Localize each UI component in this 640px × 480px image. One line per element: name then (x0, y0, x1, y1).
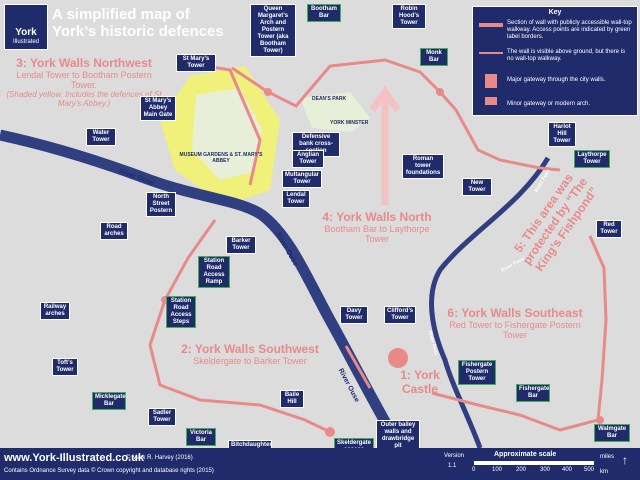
label-robin-hoods-tower: Robin Hood’s Tower (392, 4, 426, 29)
scale-tick-300: 300 (540, 467, 551, 473)
section-3-label: 3: York Walls Northwest Lendal Tower to … (4, 56, 164, 108)
logo-text-illustrated: Illustrated (12, 39, 39, 45)
section-4-label: 4: York Walls North Bootham Bar to Layth… (312, 210, 442, 244)
label-water-tower: Water Tower (86, 128, 116, 146)
author-credit: © Mark R. Harvey (2016) (126, 455, 193, 461)
os-credit: Contains Ordnance Survey data © Crown co… (4, 468, 214, 474)
key-minor-gate-symbol (485, 97, 497, 105)
label-railway-arches: Railway arches (40, 302, 70, 320)
river-foss (429, 156, 551, 449)
label-multangular-tower: Multangular Tower (282, 170, 322, 188)
label-lendal-tower: Lendal Tower (282, 190, 310, 208)
website-link[interactable]: www.York-Illustrated.co.uk (4, 452, 144, 464)
scale-tick-0: 0 (472, 467, 476, 473)
label-sadler-tower: Sadler Tower (148, 408, 176, 426)
key-symbols (479, 23, 503, 105)
label-fishergate-postern-tower[interactable]: Fishergate Postern Tower (458, 360, 496, 385)
wall-southwest (148, 219, 331, 434)
label-harlot-hill-tower: Harlot Hill Tower (548, 122, 576, 147)
bootham-bar-gate (264, 88, 272, 96)
label-victoria-bar[interactable]: Victoria Bar (186, 428, 216, 446)
key-major-gate-symbol (485, 74, 497, 88)
section-6-label: 6: York Walls Southeast Red Tower to Fis… (440, 306, 590, 340)
scale-title: Approximate scale (494, 451, 557, 458)
monk-bar-gate (436, 88, 444, 96)
label-st-marys-tower: St Mary’s Tower (176, 54, 216, 72)
section-4-sub: Bootham Bar to Laythorpe Tower (324, 224, 430, 244)
label-station-road-access-steps[interactable]: Station Road Access Steps (166, 296, 196, 328)
label-bootham-bar: Bootham Bar (307, 4, 341, 22)
label-tofts-tower: Toft’s Tower (52, 358, 78, 376)
map-title-line1: A simplified map of (52, 6, 190, 23)
label-davy-tower: Davy Tower (340, 306, 368, 324)
museum-gardens-label: MUSEUM GARDENS & ST. MARY’S ABBEY (179, 152, 263, 164)
key-item-minor-gateway: Minor gateway or modern arch. (507, 101, 591, 107)
key-item-walkway: Section of wall with publicly accessible… (507, 20, 632, 40)
key-item-major-gateway: Major gateway through the city walls. (507, 77, 606, 83)
label-new-tower: New Tower (462, 178, 492, 196)
museum-gardens-park (192, 88, 262, 180)
label-red-tower: Red Tower (596, 220, 622, 238)
north-arrow-icon: ↑ (622, 453, 628, 467)
label-baile-hill: Baile Hill (280, 390, 304, 408)
section-2-title: 2: York Walls Southwest (181, 342, 319, 356)
label-north-street-postern: North Street Postern (146, 192, 176, 217)
section-6-title: 6: York Walls Southeast (447, 306, 583, 320)
label-queen-margarets-arch: Queen Margaret’s Arch and Postern Tower … (250, 4, 296, 57)
section-2-label: 2: York Walls Southwest Skeldergate to B… (170, 342, 330, 366)
walmgate-bar-gate (596, 416, 604, 424)
wall-north (231, 58, 561, 172)
section-3-sub: Lendal Tower to Bootham Postern Tower. (16, 70, 152, 90)
map-key: Key Section of wall with publicly access… (472, 6, 638, 116)
scale-tick-100: 100 (492, 467, 503, 473)
label-roman-tower-foundations: Roman tower foundations (402, 154, 444, 179)
castle-wall (344, 345, 372, 389)
scale-line (474, 461, 594, 465)
scale-tick-400: 400 (562, 467, 573, 473)
skeldergate-gate (325, 427, 335, 437)
label-station-road-access-ramp[interactable]: Station Road Access Ramp (198, 256, 230, 288)
section-3-note: (Shaded yellow. Includes the defences of… (6, 90, 162, 108)
section-4-title: 4: York Walls North (322, 210, 432, 224)
york-minster-label: YORK MINSTER (330, 120, 369, 126)
label-outer-bailey-walls: Outer bailey walls and drawbridge pit (376, 420, 420, 452)
label-st-marys-abbey-main-gate: St Mary’s Abbey Main Gate (140, 96, 176, 121)
river-ouse (0, 129, 405, 451)
scale-bar: Version 1.1 Approximate scale miles km 0… (444, 451, 634, 477)
label-micklegate-bar[interactable]: Micklegate Bar (92, 392, 126, 410)
scale-tick-500: 500 (584, 467, 595, 473)
section-2-sub: Skeldergate to Barker Tower (193, 356, 307, 366)
version-value: 1.1 (448, 463, 457, 469)
label-anglian-tower: Anglian Tower (292, 150, 324, 168)
scale-units-km: km (600, 469, 608, 475)
cliffords-tower-mound (388, 348, 408, 368)
label-walmgate-bar[interactable]: Walmgate Bar (594, 424, 630, 442)
label-cliffords-tower: Clifford’s Tower (384, 306, 416, 324)
section-3-title: 3: York Walls Northwest (16, 56, 152, 70)
key-item-visible-wall: The wall is visible above ground, but th… (507, 49, 626, 62)
deans-park (300, 92, 370, 132)
section-1-title: 1: York Castle (400, 368, 440, 396)
key-title: Key (548, 9, 562, 16)
label-barker-tower: Barker Tower (226, 236, 256, 254)
deans-park-label: DEAN’S PARK (312, 96, 347, 102)
section-6-sub: Red Tower to Fishergate Postern Tower (449, 320, 581, 340)
section-1-label: 1: York Castle (396, 368, 444, 396)
map-title-line2: York’s historic defences (52, 23, 224, 40)
scale-tick-200: 200 (516, 467, 527, 473)
logo-text-york: York (15, 27, 37, 38)
section-4-arrow (369, 86, 401, 205)
label-fishergate-bar[interactable]: Fishergate Bar (516, 384, 550, 402)
map-title: A simplified map of York’s historic defe… (52, 6, 224, 40)
wall-northwest (205, 64, 262, 186)
scale-units-miles: miles (600, 454, 615, 460)
label-road-arches: Road arches (100, 222, 128, 240)
version-label: Version (444, 453, 465, 459)
york-illustrated-logo: York Illustrated (4, 4, 48, 50)
label-laythorpe-tower: Laythorpe Tower (574, 150, 610, 168)
label-monk-bar: Monk Bar (420, 48, 448, 66)
